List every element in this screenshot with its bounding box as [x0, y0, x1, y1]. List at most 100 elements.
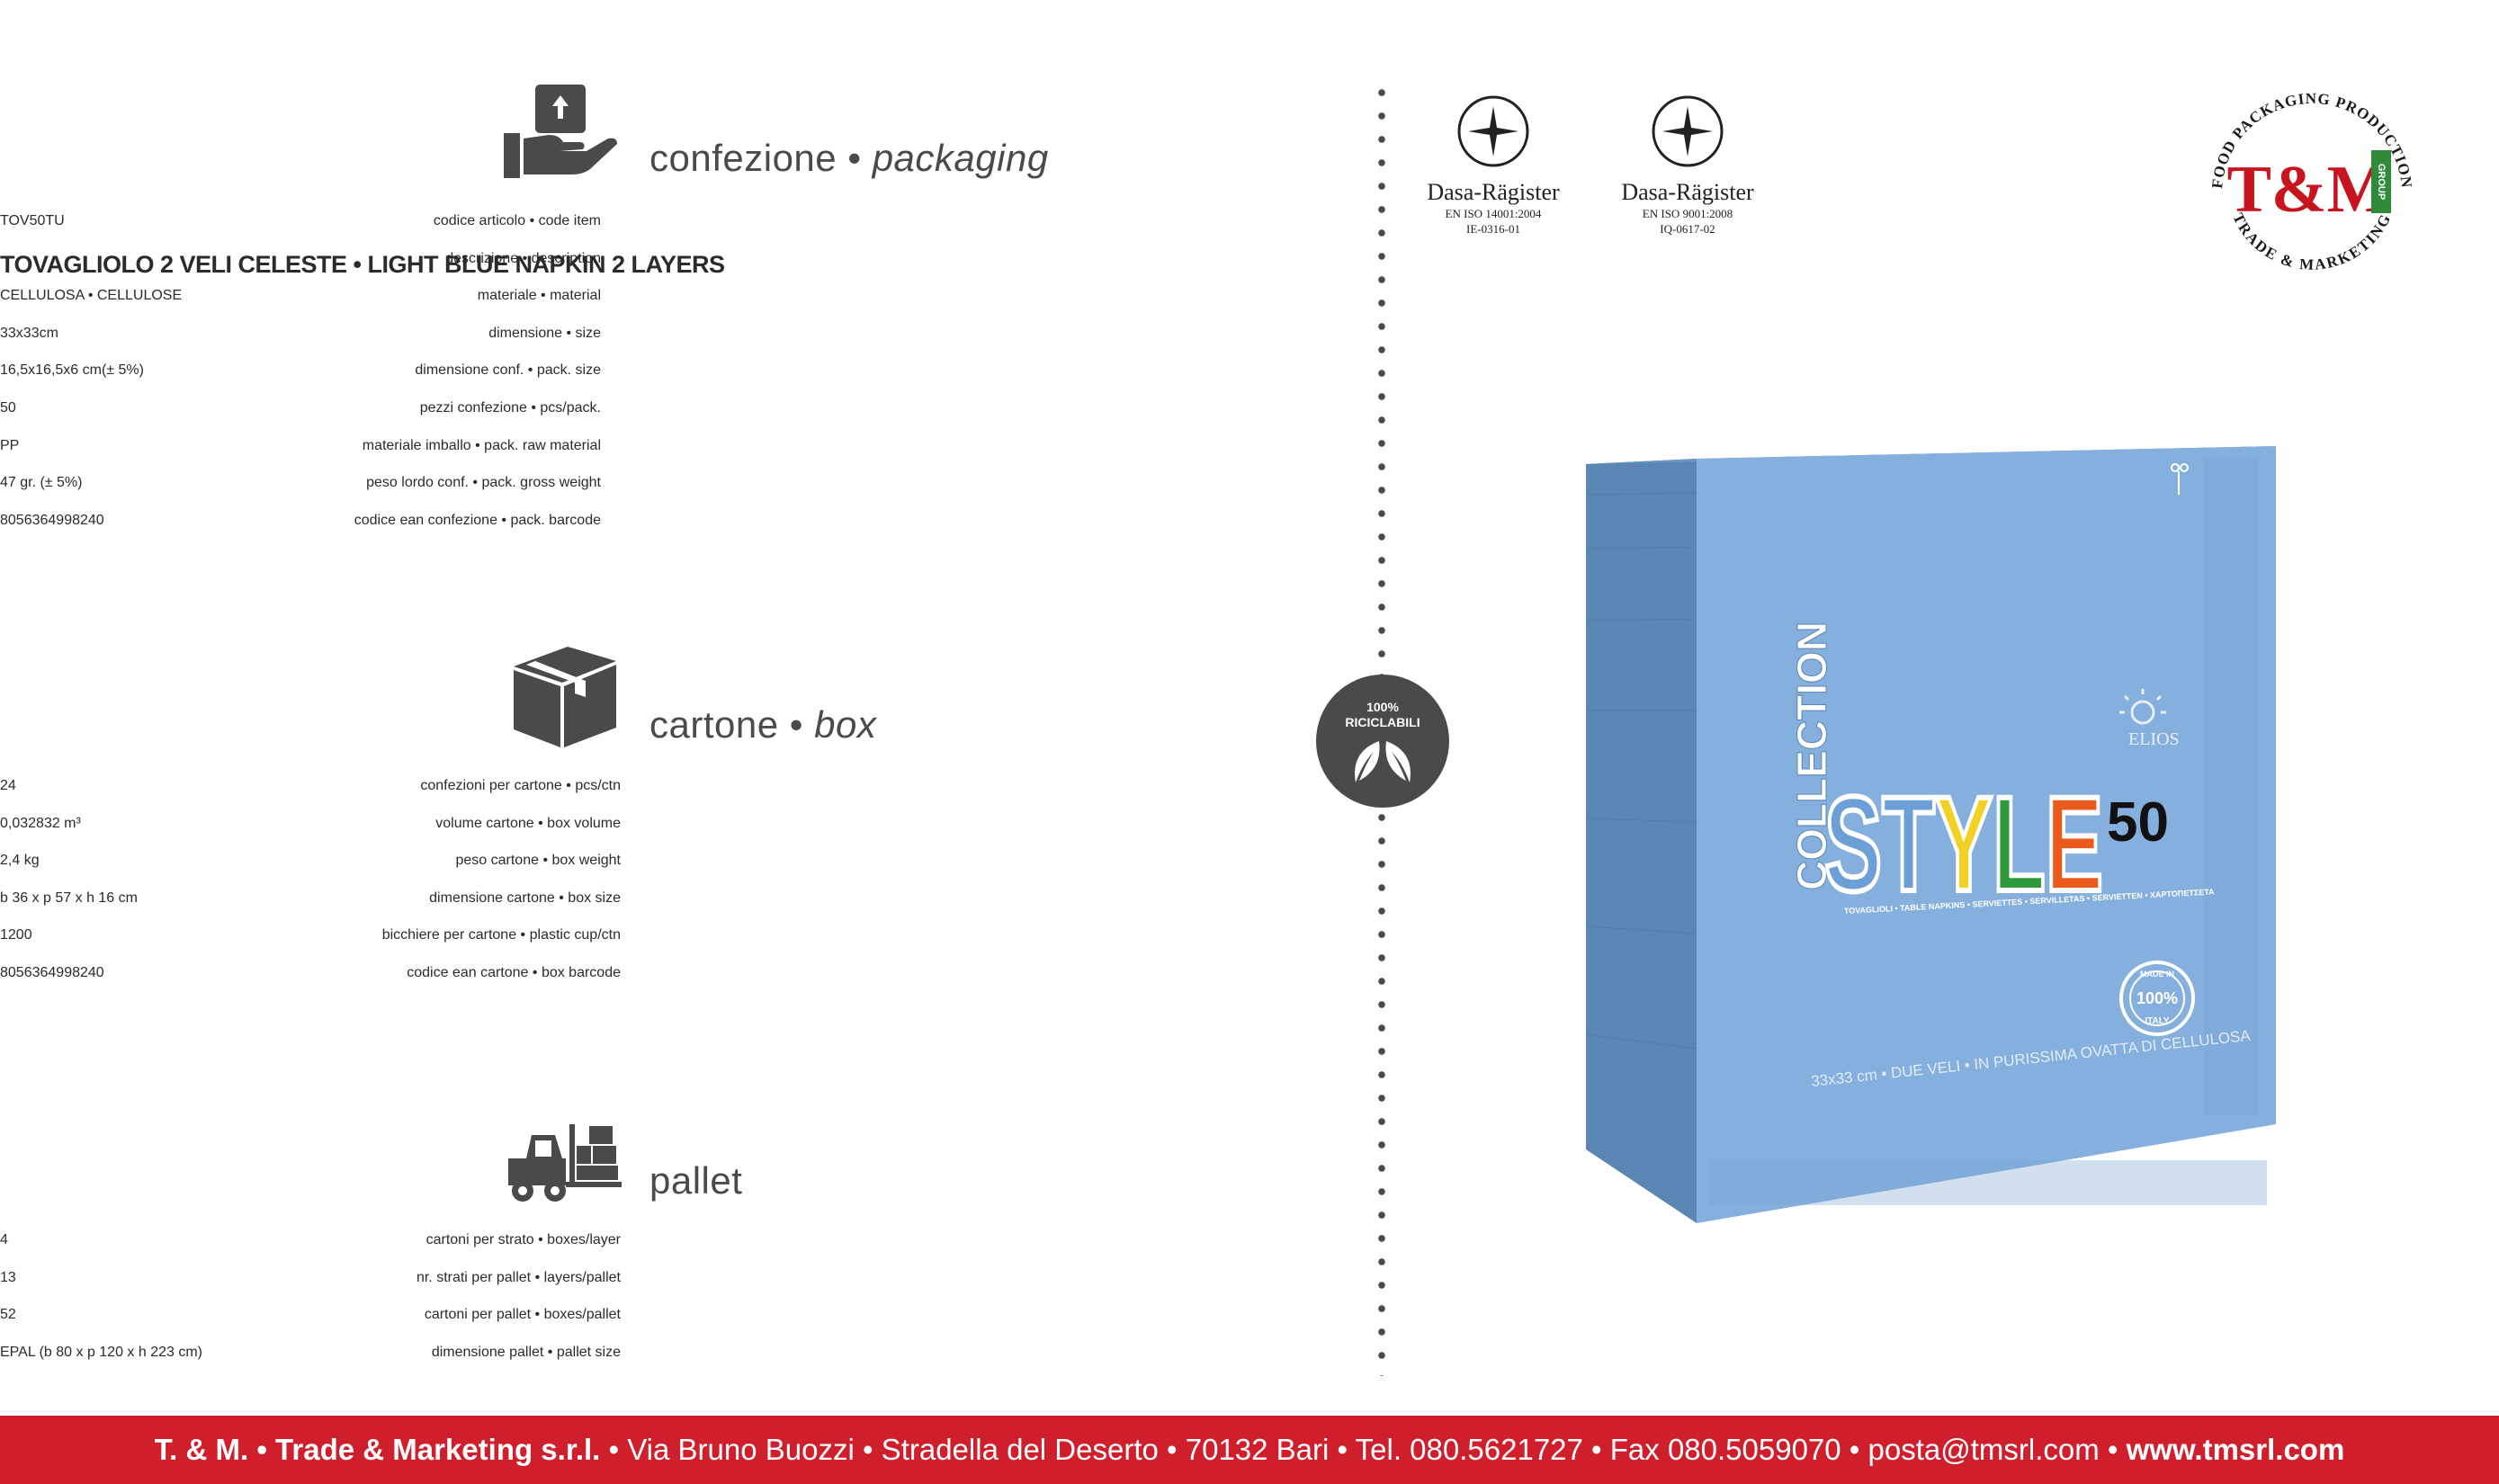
badge-percent: 100% — [1366, 700, 1399, 714]
label-separator: • — [518, 250, 532, 266]
label-separator: • — [531, 1307, 544, 1323]
title-separator: • — [837, 137, 873, 179]
row-label: peso lordo conf. • pack. gross weight — [0, 475, 601, 491]
box-title-it: cartone — [649, 703, 779, 746]
row-label-it: dimensione pallet — [431, 1344, 544, 1360]
cert-name: Dasa-Rägister — [1621, 179, 1754, 205]
row-label-en: plastic cup/ctn — [529, 927, 621, 943]
label-separator: • — [543, 1344, 557, 1360]
label-separator: • — [554, 890, 569, 906]
row-value: 2,4 kg — [0, 853, 40, 869]
row-value: b 36 x p 57 x h 16 cm — [0, 890, 138, 906]
box-row: codice ean cartone • box barcode 80563649… — [0, 965, 1349, 1002]
row-label: cartoni per pallet • boxes/pallet — [0, 1307, 621, 1323]
row-label-en: pack. barcode — [510, 512, 601, 528]
row-label-en: boxes/pallet — [543, 1307, 621, 1323]
brand-letter: S — [1824, 768, 1882, 919]
packaging-title: confezione • packaging — [649, 137, 1049, 180]
footer-bar: T. & M. • Trade & Marketing s.r.l. • Via… — [0, 1416, 2499, 1484]
row-label-it: dimensione conf. — [415, 362, 524, 379]
label-separator: • — [468, 475, 482, 491]
company-logo: FOOD PACKAGING PRODUCTION T&M GROUP TRAD… — [2195, 76, 2429, 292]
row-value: PP — [0, 437, 20, 453]
brand-letter: E — [2046, 768, 2103, 919]
brand-letter: L — [1993, 768, 2046, 919]
box-row: bicchiere per cartone • plastic cup/ctn 1… — [0, 927, 1349, 964]
row-value: 4 — [0, 1232, 8, 1247]
compass-star-icon — [1457, 95, 1529, 167]
certification-iso9001: Dasa-Rägister EN ISO 9001:2008 IQ-0617-0… — [1607, 94, 1769, 237]
label-separator: • — [528, 965, 542, 980]
row-label: codice ean confezione • pack. barcode — [0, 513, 601, 529]
row-label: peso cartone • box weight — [0, 853, 621, 869]
row-label: nr. strati per pallet • layers/pallet — [0, 1270, 621, 1286]
row-label-it: cartoni per strato — [425, 1232, 534, 1247]
box-title-en: box — [814, 703, 877, 746]
row-label: codice articolo • code item — [0, 213, 601, 229]
row-label-it: dimensione cartone — [429, 890, 555, 906]
cert-standard: EN ISO 9001:2008 — [1642, 207, 1733, 220]
seal-made-in: MADE IN — [2140, 970, 2174, 979]
row-label-it: descrizione — [445, 250, 519, 266]
row-label-en: pack. size — [536, 362, 601, 379]
recyclable-badge: 100% RICICLABILI — [1316, 675, 1449, 808]
footer-website-link[interactable]: www.tmsrl.com — [2126, 1433, 2345, 1466]
row-label: dimensione • size — [0, 326, 601, 342]
row-value: 8056364998240 — [0, 965, 104, 980]
row-label-en: box weight — [551, 853, 622, 869]
label-separator: • — [533, 1232, 548, 1247]
row-label-it: codice ean confezione — [354, 512, 497, 528]
row-label-it: materiale — [477, 288, 537, 304]
packaging-title-en: packaging — [872, 137, 1049, 179]
pallet-title: pallet — [649, 1159, 743, 1202]
scissors-icon — [2171, 463, 2189, 495]
cert-code: IQ-0617-02 — [1660, 222, 1715, 236]
row-label-it: materiale imballo — [362, 437, 471, 453]
box-title: cartone • box — [649, 703, 876, 746]
label-separator: • — [561, 778, 576, 793]
row-value: 1200 — [0, 927, 32, 943]
label-separator: • — [531, 1269, 544, 1285]
row-label-it: dimensione — [488, 325, 563, 341]
row-label-it: codice articolo — [433, 213, 526, 228]
label-separator: • — [524, 362, 537, 379]
row-label: descrizione • description — [0, 251, 601, 267]
label-separator: • — [536, 288, 551, 304]
row-label-it: codice ean cartone — [407, 965, 529, 980]
row-label-it: pezzi confezione — [419, 400, 527, 416]
row-label-en: pack. gross weight — [481, 475, 601, 491]
row-label-it: bicchiere per cartone — [381, 927, 517, 943]
row-label-en: layers/pallet — [543, 1269, 621, 1285]
row-label-en: box volume — [547, 815, 621, 831]
product-sublabel: ELIOS — [2128, 729, 2180, 749]
seal-italy: ITALY — [2145, 1016, 2170, 1026]
row-label-en: code item — [538, 213, 601, 228]
product-count: 50 — [2107, 791, 2169, 854]
row-label-en: box barcode — [541, 965, 621, 980]
logo-mark: T&M — [2227, 153, 2390, 227]
label-separator: • — [516, 927, 530, 943]
label-separator: • — [525, 213, 539, 228]
row-value: 0,032832 m³ — [0, 815, 81, 831]
label-separator: • — [533, 815, 548, 831]
certification-iso14001: Dasa-Rägister EN ISO 14001:2004 IE-0316-… — [1412, 94, 1574, 237]
product-brand: STYLE — [1824, 768, 2103, 919]
packaging-icon — [504, 83, 621, 182]
cert-name: Dasa-Rägister — [1427, 179, 1560, 205]
product-image: COLLECTION STYLE 50 ELIOS TOVAGLIOLI • T… — [1583, 441, 2276, 1223]
row-value: TOVAGLIOLO 2 VELI CELESTE • LIGHT BLUE N… — [0, 250, 725, 278]
row-label-it: nr. strati per pallet — [416, 1269, 532, 1285]
row-label-en: pallet size — [556, 1344, 621, 1360]
row-label-en: pcs/pack. — [540, 400, 601, 416]
label-separator: • — [539, 853, 552, 869]
footer-address: • Via Bruno Buozzi • Stradella del Deser… — [600, 1433, 2127, 1466]
label-separator: • — [526, 400, 541, 416]
